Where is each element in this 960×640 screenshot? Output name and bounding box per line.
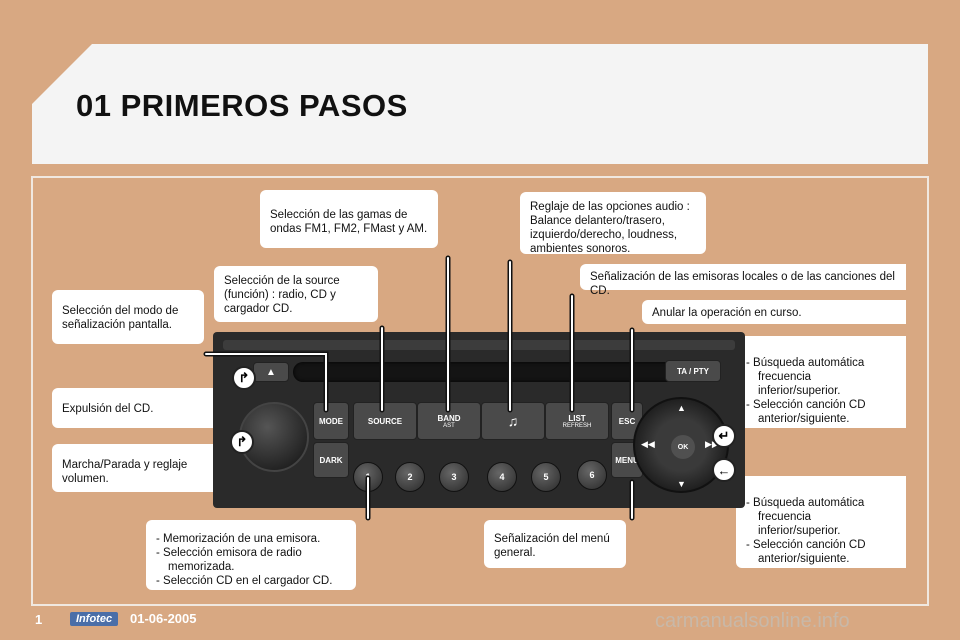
list-sublabel: REFRESH <box>562 422 592 429</box>
ok-button[interactable]: OK <box>671 435 695 459</box>
content-frame <box>31 176 929 606</box>
memorizacion-item: Memorización de una emisora. <box>156 532 346 546</box>
right-arrow-icon[interactable]: ▶▶ <box>705 439 719 449</box>
menu-label: MENU <box>615 455 639 465</box>
ta-pty-label: TA / PTY <box>677 366 709 376</box>
callout-source: Selección de la source (función) : radio… <box>214 266 378 322</box>
callout-source-text: Selección de la source (función) : radio… <box>224 275 340 315</box>
busqueda-top-item: Selección canción CD anterior/siguiente. <box>746 398 896 426</box>
memorizacion-item: Selección CD en el cargador CD. <box>156 574 346 588</box>
callout-audio: Reglaje de las opciones audio : Balance … <box>520 192 706 255</box>
up-arrow-icon[interactable]: ▲ <box>677 403 686 413</box>
volume-pointer-icon: ↱ <box>230 430 254 454</box>
callout-audio-text: Reglaje de las opciones audio : Balance … <box>530 201 690 255</box>
preset-label: 5 <box>543 472 549 482</box>
preset-label: 6 <box>589 470 595 480</box>
list-button[interactable]: LIST REFRESH <box>545 402 609 440</box>
page-title: 01 PRIMEROS PASOS <box>76 88 408 123</box>
navigation-pad[interactable]: ▲ ▼ ◀◀ ▶▶ OK <box>633 397 729 493</box>
dark-label: DARK <box>319 455 343 465</box>
callout-gamas: Selección de las gamas de ondas FM1, FM2… <box>260 190 438 248</box>
busqueda-bottom-list: Búsqueda automática frecuencia inferior/… <box>746 496 896 566</box>
busqueda-top-item: Búsqueda automática frecuencia inferior/… <box>746 356 896 398</box>
radio-unit: ▲ TA / PTY MODE DARK SOURCE BAND AST ♫ L… <box>213 332 745 508</box>
eject-pointer-icon: ↱ <box>232 366 256 390</box>
source-button[interactable]: SOURCE <box>353 402 417 440</box>
busqueda-top-list: Búsqueda automática frecuencia inferior/… <box>746 356 896 426</box>
callout-menu: Señalización del menú general. <box>484 520 626 568</box>
preset-5-button[interactable]: 5 <box>531 462 561 492</box>
callout-emisoras: Señalización de las emisoras locales o d… <box>580 264 906 297</box>
band-label: BAND <box>437 413 461 423</box>
callout-marcha: Marcha/Parada y reglaje volumen. <box>52 444 230 492</box>
callout-gamas-text: Selección de las gamas de ondas FM1, FM2… <box>270 209 428 235</box>
preset-label: 4 <box>499 472 505 482</box>
busqueda-bottom-item: Búsqueda automática frecuencia inferior/… <box>746 496 896 538</box>
band-sublabel: AST <box>443 422 455 429</box>
mode-button[interactable]: MODE <box>313 402 349 440</box>
mode-label: MODE <box>319 416 343 426</box>
footer-date: 01-06-2005 <box>130 611 197 626</box>
music-icon: ♫ <box>507 413 519 429</box>
callout-memorizacion: Memorización de una emisora. Selección e… <box>146 520 356 590</box>
preset-label: 2 <box>407 472 413 482</box>
callout-menu-text: Señalización del menú general. <box>494 533 610 559</box>
leader-mode <box>203 351 329 413</box>
preset-3-button[interactable]: 3 <box>439 462 469 492</box>
watermark: carmanualsonline.info <box>655 610 850 632</box>
preset-label: 3 <box>451 472 457 482</box>
left-pointer-icon: ← <box>712 458 736 482</box>
right-pointer-icon: ↵ <box>712 424 736 448</box>
memorizacion-list: Memorización de una emisora. Selección e… <box>156 532 346 588</box>
busqueda-bottom-item: Selección canción CD anterior/siguiente. <box>746 538 896 566</box>
callout-busqueda-top: Búsqueda automática frecuencia inferior/… <box>736 336 906 428</box>
callout-emisoras-text: Señalización de las emisoras locales o d… <box>590 271 895 297</box>
cd-slot <box>293 362 685 382</box>
infotec-logo: Infotec <box>70 612 119 626</box>
preset-4-button[interactable]: 4 <box>487 462 517 492</box>
preset-6-button[interactable]: 6 <box>577 460 607 490</box>
memorizacion-item: Selección emisora de radio memorizada. <box>156 546 346 574</box>
callout-anular-text: Anular la operación en curso. <box>652 307 802 319</box>
left-arrow-icon[interactable]: ◀◀ <box>641 439 655 449</box>
page-number: 1 <box>35 612 43 627</box>
eject-icon: ▲ <box>266 366 276 378</box>
callout-modo-text: Selección del modo de señalización panta… <box>62 305 179 331</box>
header-panel <box>32 44 928 164</box>
preset-2-button[interactable]: 2 <box>395 462 425 492</box>
dark-button[interactable]: DARK <box>313 442 349 478</box>
callout-expulsion: Expulsión del CD. <box>52 388 236 428</box>
ok-label: OK <box>677 443 689 451</box>
esc-label: ESC <box>618 416 636 426</box>
source-label: SOURCE <box>367 416 403 426</box>
callout-expulsion-text: Expulsión del CD. <box>62 403 154 415</box>
audio-button[interactable]: ♫ <box>481 402 545 440</box>
radio-top-strip <box>223 340 735 350</box>
callout-busqueda-bottom: Búsqueda automática frecuencia inferior/… <box>736 476 906 568</box>
list-label: LIST <box>568 413 586 423</box>
callout-modo: Selección del modo de señalización panta… <box>52 290 204 344</box>
down-arrow-icon[interactable]: ▼ <box>677 479 686 489</box>
ta-pty-button[interactable]: TA / PTY <box>665 360 721 382</box>
callout-marcha-text: Marcha/Parada y reglaje volumen. <box>62 459 188 485</box>
callout-anular: Anular la operación en curso. <box>642 300 906 324</box>
